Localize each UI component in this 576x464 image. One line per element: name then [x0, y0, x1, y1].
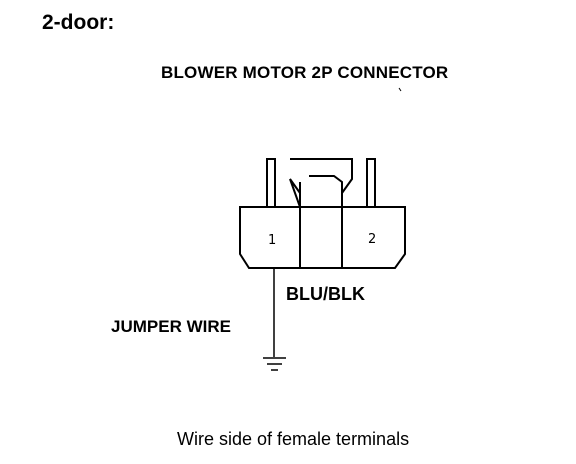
diagram-caption: Wire side of female terminals	[177, 429, 410, 449]
section-heading: 2-door:	[42, 11, 115, 34]
connector-title: BLOWER MOTOR 2P CONNECTOR	[161, 63, 449, 82]
locking-tab-slot	[299, 175, 343, 268]
ground-icon	[263, 357, 286, 371]
terminal-2-number: 2	[368, 232, 376, 247]
terminal-1-number: 1	[268, 233, 276, 248]
terminal-pin-left	[266, 158, 276, 208]
jumper-wire-label: JUMPER WIRE	[111, 317, 231, 336]
stray-mark	[398, 87, 402, 92]
terminal-pin-right	[366, 158, 376, 208]
wire-color-label: BLU/BLK	[286, 284, 365, 304]
connector-housing	[239, 206, 406, 269]
